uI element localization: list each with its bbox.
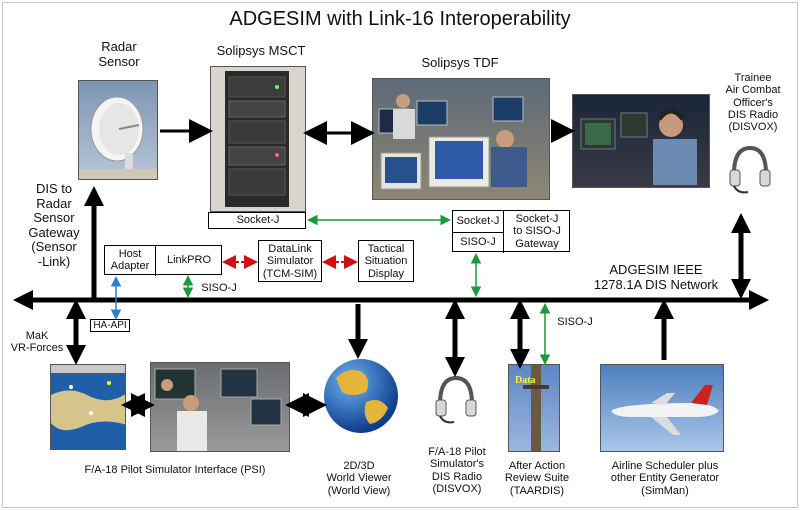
siso-j-linkpro-label: SISO-J bbox=[201, 282, 237, 294]
psi-label: F/A-18 Pilot Simulator Interface (PSI) bbox=[84, 464, 266, 476]
aar-label: After Action Review Suite (TAARDIS) bbox=[504, 460, 570, 497]
radar-dish-icon bbox=[79, 96, 157, 179]
socket-j-msct-label: Socket-J bbox=[236, 214, 280, 226]
msct-label: Solipsys MSCT bbox=[216, 43, 306, 58]
datalink-simulator-label: DataLink Simulator (TCM-SIM) bbox=[262, 243, 318, 280]
linkpro-box: Host Adapter LinkPRO bbox=[104, 245, 222, 276]
radar-sensor-label: Radar Sensor bbox=[98, 39, 140, 69]
world-viewer-label: 2D/3D World Viewer (World View) bbox=[326, 460, 392, 497]
operators-console-icon bbox=[378, 94, 527, 190]
wooden-pole-icon bbox=[523, 365, 549, 451]
trainee-photo-image bbox=[572, 94, 710, 188]
tactical-display-label: Tactical Situation Display bbox=[364, 243, 408, 280]
trainee-headset-image bbox=[726, 144, 772, 196]
airline-scheduler-label: Airline Scheduler plus other Entity Gene… bbox=[610, 460, 720, 497]
server-rack-icon bbox=[225, 71, 289, 207]
airliner-icon bbox=[611, 385, 719, 435]
trainee-radio-label: Trainee Air Combat Officer's DIS Radio (… bbox=[725, 72, 781, 134]
datalink-simulator-box: DataLink Simulator (TCM-SIM) bbox=[258, 240, 322, 282]
headset-icon bbox=[435, 375, 477, 424]
trainee-operator-icon bbox=[580, 108, 697, 185]
tdf-room-image bbox=[372, 78, 550, 200]
mak-vrforces-label: MaK VR-Forces bbox=[10, 330, 64, 355]
globe-icon bbox=[324, 359, 398, 433]
airliner-image bbox=[600, 364, 724, 452]
gateway-box: Socket-J SISO-J Socket-J to SISO-J Gatew… bbox=[452, 210, 570, 253]
taardis-pole-image: Data bbox=[508, 364, 560, 452]
headset-icon bbox=[729, 145, 771, 194]
pilot-headset-image bbox=[432, 374, 478, 428]
linkpro-label: LinkPRO bbox=[166, 254, 212, 266]
pilot-sim-room-image bbox=[150, 362, 290, 452]
socket-j-gateway-label: Socket-J bbox=[456, 215, 500, 227]
pilot-operators-icon bbox=[154, 368, 282, 451]
siso-j-taardis-label: SISO-J bbox=[557, 316, 593, 328]
dis-radar-gateway-label: DIS to Radar Sensor Gateway (Sensor -Lin… bbox=[28, 181, 80, 269]
radar-image bbox=[78, 80, 158, 180]
siso-j-gateway-label: SISO-J bbox=[460, 236, 496, 248]
map-screen-icon bbox=[51, 365, 125, 431]
socket-j-msct-box: Socket-J bbox=[208, 212, 306, 229]
diagram-title: ADGESIM with Link-16 Interoperability bbox=[229, 8, 571, 30]
ha-api-label: HA-API bbox=[93, 320, 127, 331]
world-globe-image bbox=[322, 356, 400, 436]
tactical-display-box: Tactical Situation Display bbox=[358, 240, 414, 282]
data-tag-label: Data bbox=[515, 375, 536, 386]
tdf-label: Solipsys TDF bbox=[421, 55, 499, 70]
dis-network-label: ADGESIM IEEE 1278.1A DIS Network bbox=[593, 262, 719, 292]
pilot-radio-label: F/A-18 Pilot Simulator's DIS Radio (DISV… bbox=[428, 446, 486, 495]
host-adapter-label: Host Adapter bbox=[110, 248, 150, 273]
ha-api-box: HA-API bbox=[90, 319, 130, 332]
socket-to-siso-gateway-label: Socket-J to SISO-J Gateway bbox=[513, 213, 561, 250]
psi-map-image bbox=[50, 364, 126, 450]
